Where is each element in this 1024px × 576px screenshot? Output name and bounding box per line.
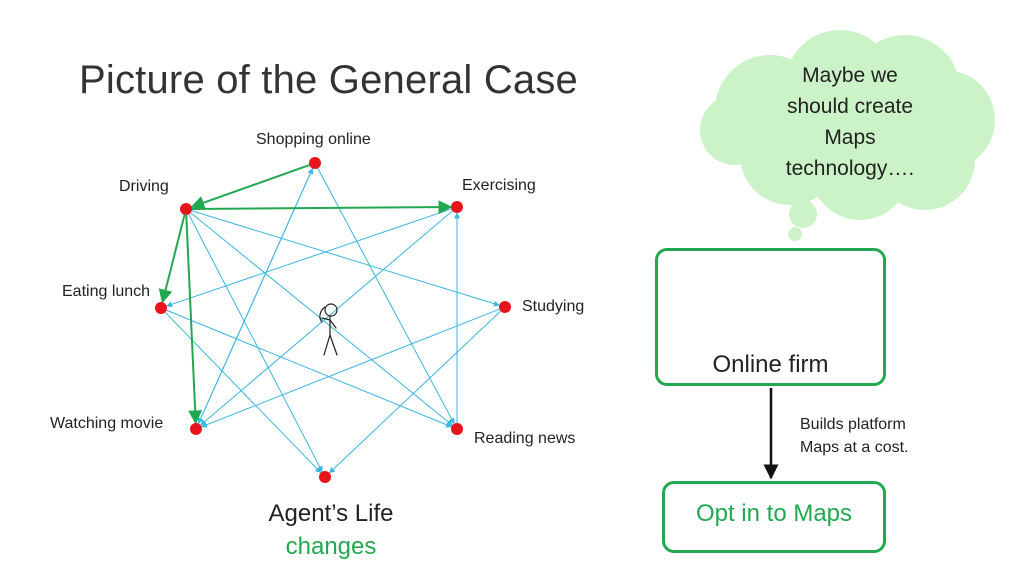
cloud-line: should create — [786, 95, 914, 118]
green-edges — [158, 164, 453, 425]
node-exercising — [451, 201, 463, 213]
cloud-line: Maps — [824, 126, 876, 149]
edge-driving-to-studying — [191, 210, 500, 307]
note-line: Builds platform — [800, 416, 906, 433]
node-eating — [155, 302, 167, 314]
agent-life-label: Agent’s Life — [268, 500, 394, 527]
edge-driving-to-bottom — [188, 214, 323, 473]
edge-movie-to-shopping — [197, 167, 314, 424]
edge-eating-to-bottom — [164, 311, 322, 474]
note-line: Maps at a cost. — [800, 439, 909, 456]
cloud-line: technology…. — [785, 157, 915, 180]
stick-figure-icon — [319, 303, 338, 356]
platform-cost-note: Builds platform Maps at a cost. — [800, 413, 909, 459]
node-studying — [499, 301, 511, 313]
edge-eating-to-news — [166, 309, 453, 428]
cloud-line: Maybe we — [802, 64, 898, 87]
node-label-studying: Studying — [522, 298, 585, 315]
edge-driving-to-news — [190, 212, 453, 426]
edge-studying-to-bottom — [328, 310, 501, 474]
edge-exercising-to-eating — [166, 208, 452, 308]
node-label-movie: Watching movie — [50, 415, 164, 432]
page-title: Picture of the General Case — [79, 58, 578, 102]
thought-cloud — [700, 30, 995, 241]
node-driving — [180, 203, 192, 215]
online-firm-box: Online firm — [655, 248, 886, 386]
node-label-news: Reading news — [474, 430, 576, 447]
edge-driving-to-movie — [185, 214, 203, 425]
node-bottom — [319, 471, 331, 483]
node-label-shopping: Shopping online — [256, 131, 371, 148]
cloud-text: Maybe we should create Maps technology…. — [765, 60, 935, 184]
node-shopping — [309, 157, 321, 169]
node-label-eating: Eating lunch — [62, 283, 151, 300]
edge-exercising-to-movie — [200, 210, 453, 426]
node-movie — [190, 423, 202, 435]
graph-nodes — [155, 157, 511, 483]
agent-life-sublabel: changes — [285, 533, 377, 560]
edge-shopping-to-driving — [190, 164, 310, 210]
node-news — [451, 423, 463, 435]
node-label-exercising: Exercising — [462, 177, 536, 194]
edge-shopping-to-news — [317, 168, 455, 425]
online-firm-label: Online firm — [712, 351, 829, 378]
edge-studying-to-movie — [201, 308, 500, 428]
node-label-driving: Driving — [119, 178, 169, 195]
opt-in-label: Opt in to Maps — [695, 500, 853, 527]
opt-in-box: Opt in to Maps — [662, 481, 886, 553]
blue-edges — [164, 167, 501, 474]
edge-driving-to-eating — [158, 214, 186, 304]
edge-driving-to-exercising — [191, 200, 453, 215]
